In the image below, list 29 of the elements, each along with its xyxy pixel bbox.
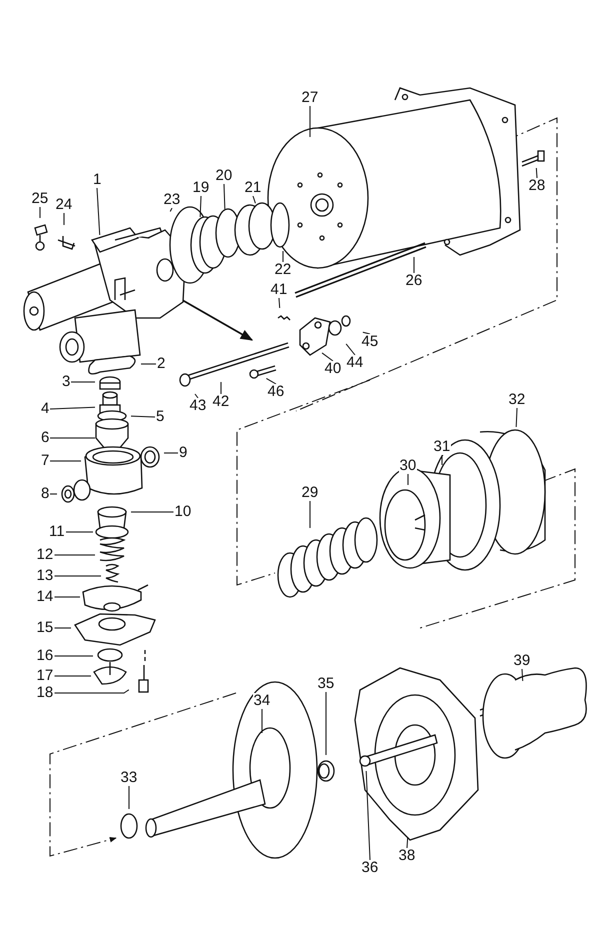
callout-number: 30 bbox=[398, 458, 418, 474]
leader-line bbox=[96, 188, 100, 236]
leader-line bbox=[54, 689, 130, 694]
callout-number: 31 bbox=[432, 439, 452, 455]
leader-line bbox=[200, 196, 202, 218]
leader-line bbox=[130, 416, 156, 418]
callout-number: 21 bbox=[244, 180, 262, 196]
leader-line bbox=[366, 770, 370, 860]
leader-line bbox=[516, 408, 518, 428]
leader-line bbox=[278, 298, 280, 308]
leader-line bbox=[252, 196, 256, 204]
leader-line bbox=[194, 394, 198, 398]
leader-line bbox=[224, 184, 226, 210]
leader-line bbox=[128, 786, 130, 810]
leader-line bbox=[536, 168, 538, 178]
leader-line bbox=[50, 460, 82, 462]
leader-line bbox=[54, 554, 96, 556]
leader-line bbox=[282, 250, 284, 262]
leader-line bbox=[322, 352, 334, 362]
leader-line bbox=[164, 452, 178, 454]
leader-line bbox=[220, 382, 222, 394]
callout-number: 23 bbox=[162, 192, 182, 208]
leader-line bbox=[54, 596, 80, 598]
leader-line bbox=[346, 343, 356, 356]
leader-line bbox=[362, 332, 370, 334]
leader-line bbox=[266, 378, 276, 384]
leader-line bbox=[406, 836, 408, 848]
leader-line bbox=[50, 406, 96, 410]
leader-line bbox=[522, 668, 524, 682]
